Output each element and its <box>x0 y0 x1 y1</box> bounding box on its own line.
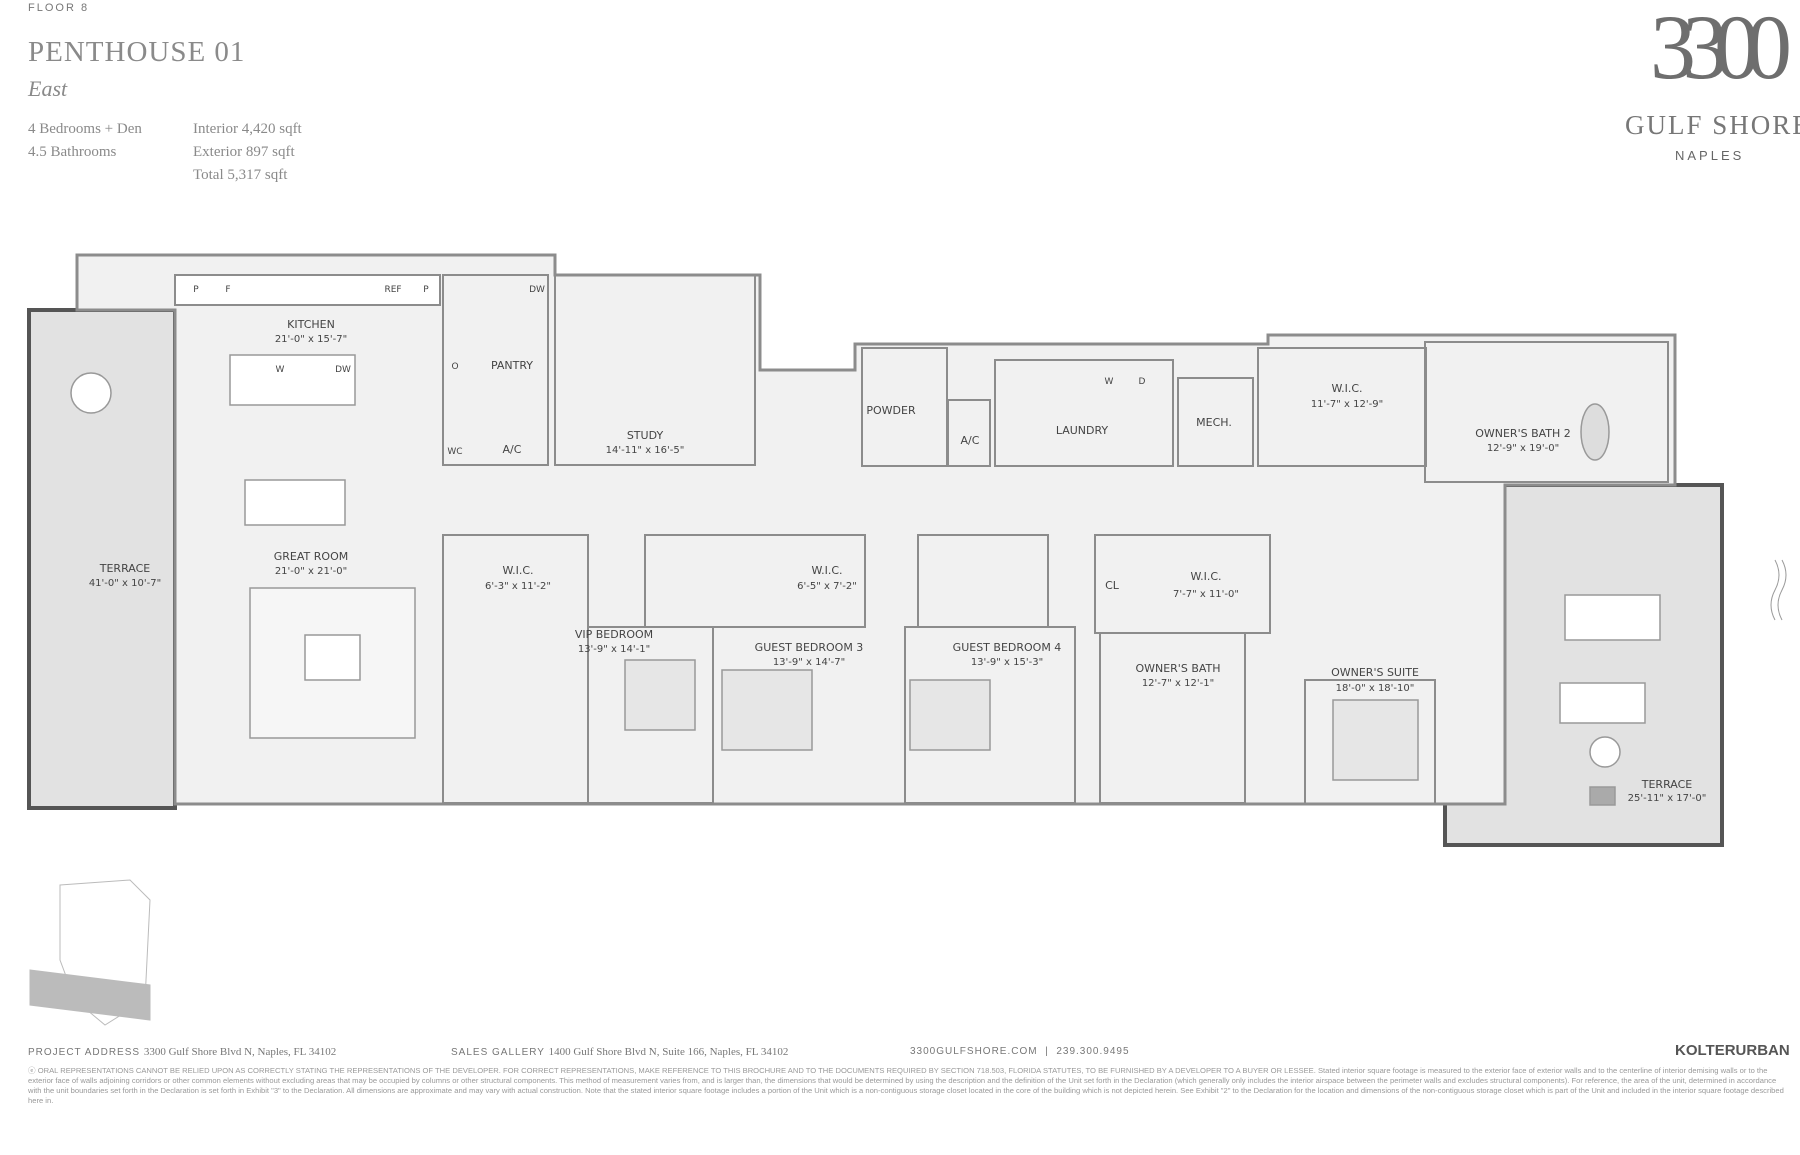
logo-number: 3300 <box>1650 0 1792 98</box>
room-labels: KITCHEN 21'-0" x 15'-7" PANTRY A/C STUDY… <box>89 318 1707 804</box>
sales-gallery-address: 1400 Gulf Shore Blvd N, Suite 166, Naple… <box>548 1046 789 1058</box>
vip-bed <box>624 659 696 731</box>
terrace-table <box>1589 736 1621 768</box>
room-owners-bath: OWNER'S BATH <box>1135 662 1220 675</box>
legal-disclaimer: ⓔ ORAL REPRESENTATIONS CANNOT BE RELIED … <box>28 1066 1784 1105</box>
kitchen-island <box>229 354 356 406</box>
room-wic-guest3: W.I.C. <box>811 564 842 577</box>
room-wic-owner-dims: 7'-7" x 11'-0" <box>1173 589 1239 600</box>
appliance-freezer: F <box>225 285 230 295</box>
bathrooms-spec: 4.5 Bathrooms <box>28 144 117 160</box>
appliance-dishwasher-pantry: DW <box>529 285 545 295</box>
sales-gallery: SALES GALLERY 1400 Gulf Shore Blvd N, Su… <box>451 1046 788 1058</box>
appliance-wine-cooler: WC <box>447 447 462 457</box>
room-guest-bedroom-3: GUEST BEDROOM 3 <box>755 641 864 654</box>
appliance-refrigerator: REF <box>384 285 401 295</box>
room-owners-suite: OWNER'S SUITE <box>1331 666 1419 679</box>
room-owners-bath-2-dims: 12'-9" x 19'-0" <box>1487 443 1559 454</box>
room-wic-vip: W.I.C. <box>502 564 533 577</box>
room-guest-bedroom-4-dims: 13'-9" x 15'-3" <box>971 657 1043 668</box>
owner-bed <box>1332 699 1419 781</box>
appliance-wine: W <box>276 365 285 375</box>
website-link[interactable]: 3300GULFSHORE.COM <box>910 1046 1038 1057</box>
separator: | <box>1045 1046 1049 1057</box>
room-terrace-west-dims: 41'-0" x 10'-7" <box>89 578 161 589</box>
bathtub <box>1580 403 1610 461</box>
interior-walls <box>174 274 1669 805</box>
room-terrace-east-dims: 25'-11" x 17'-0" <box>1628 793 1707 804</box>
dining-table <box>244 479 346 526</box>
project-address: PROJECT ADDRESS 3300 Gulf Shore Blvd N, … <box>28 1046 336 1058</box>
floor-label: FLOOR 8 <box>28 2 90 14</box>
room-study: STUDY <box>627 429 664 442</box>
guest3-bed <box>721 669 813 751</box>
room-laundry: LAUNDRY <box>1056 424 1109 437</box>
coffee-table <box>304 634 361 681</box>
bedrooms-spec: 4 Bedrooms + Den <box>28 121 142 137</box>
total-sqft: Total 5,317 sqft <box>193 167 288 183</box>
appliance-dishwasher-island: DW <box>335 365 351 375</box>
appliance-pantry-1: P <box>193 285 199 295</box>
contact: 3300GULFSHORE.COM | 239.300.9495 <box>910 1046 1130 1057</box>
room-wic-owner2: W.I.C. <box>1331 382 1362 395</box>
room-mech: MECH. <box>1196 416 1232 429</box>
room-vip-bedroom: VIP BEDROOM <box>575 628 653 641</box>
guest4-bed <box>909 679 991 751</box>
room-guest-bedroom-4: GUEST BEDROOM 4 <box>953 641 1062 654</box>
sales-gallery-label: SALES GALLERY <box>451 1047 545 1058</box>
terrace-sofa <box>1559 682 1646 724</box>
project-address-value: 3300 Gulf Shore Blvd N, Naples, FL 34102 <box>143 1046 337 1058</box>
room-ac-2: A/C <box>961 434 980 447</box>
terrace-grill <box>1589 786 1616 806</box>
phone-number: 239.300.9495 <box>1056 1046 1130 1057</box>
room-owners-bath-2: OWNER'S BATH 2 <box>1475 427 1571 440</box>
logo-name: GULF SHORE <box>1625 110 1800 140</box>
exterior-sqft: Exterior 897 sqft <box>193 144 295 160</box>
project-address-label: PROJECT ADDRESS <box>28 1047 141 1058</box>
room-terrace-east: TERRACE <box>1641 778 1693 791</box>
room-study-dims: 14'-11" x 16'-5" <box>606 445 685 456</box>
room-terrace-west: TERRACE <box>99 562 151 575</box>
room-wic-owner: W.I.C. <box>1190 570 1221 583</box>
appliance-oven: O <box>451 362 458 372</box>
room-owners-suite-dims: 18'-0" x 18'-10" <box>1336 683 1415 694</box>
room-closet: CL <box>1105 579 1120 592</box>
room-wic-owner2-dims: 11'-7" x 12'-9" <box>1311 399 1383 410</box>
room-kitchen-dims: 21'-0" x 15'-7" <box>275 334 347 345</box>
appliance-pantry-2: P <box>423 285 429 295</box>
furniture <box>70 354 1661 806</box>
interior-sqft: Interior 4,420 sqft <box>193 121 302 137</box>
room-great-room: GREAT ROOM <box>274 550 348 563</box>
water-icon <box>1770 559 1787 621</box>
developer-logo: KOLTERURBAN <box>1675 1042 1790 1059</box>
logo-city: NAPLES <box>1675 148 1745 163</box>
terrace-dining-table <box>1564 594 1661 641</box>
unit-orientation: East <box>28 76 68 101</box>
room-wic-vip-dims: 6'-3" x 11'-2" <box>485 581 551 592</box>
appliance-washer: W <box>1105 377 1114 387</box>
appliance-dryer: D <box>1139 377 1146 387</box>
room-wic-guest3-dims: 6'-5" x 7'-2" <box>797 581 857 592</box>
room-pantry: PANTRY <box>491 359 533 372</box>
unit-title: PENTHOUSE 01 <box>28 36 246 68</box>
room-guest-bedroom-3-dims: 13'-9" x 14'-7" <box>773 657 845 668</box>
room-powder: POWDER <box>866 404 916 417</box>
room-great-room-dims: 21'-0" x 21'-0" <box>275 566 347 577</box>
terrace-west-table <box>70 372 112 414</box>
appliance-labels: P F REF P DW W DW O WC W D <box>193 285 1145 457</box>
site-key-map <box>29 879 151 1026</box>
room-owners-bath-dims: 12'-7" x 12'-1" <box>1142 678 1214 689</box>
room-kitchen: KITCHEN <box>287 318 335 331</box>
room-ac-1: A/C <box>503 443 522 456</box>
room-vip-bedroom-dims: 13'-9" x 14'-1" <box>578 644 650 655</box>
